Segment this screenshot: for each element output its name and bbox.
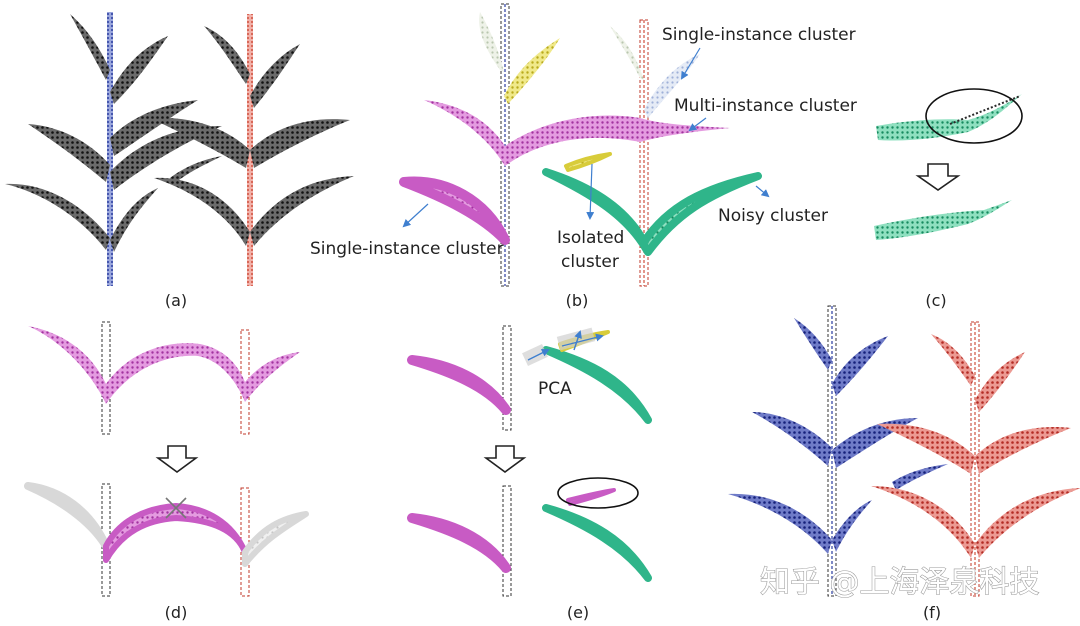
annotation-noisy: Noisy cluster — [718, 206, 828, 226]
magenta-leaf-e-bottom — [407, 513, 511, 573]
leaf-mid-left — [28, 124, 110, 182]
leaf-bottom-right — [250, 176, 354, 246]
stem-outline-e-bottom — [502, 485, 512, 597]
highlight-ellipse-c — [925, 88, 1023, 144]
arrow-noisy — [755, 185, 770, 198]
leaf-mid-right — [110, 100, 198, 156]
magenta-segment-e — [566, 488, 616, 506]
stem-outline-d-left-top — [101, 321, 111, 435]
green-leaf-e-bottom — [542, 504, 652, 582]
pale-leaf-left — [479, 12, 504, 72]
leaf-bottom-left — [5, 183, 110, 250]
panel-a-plant-left — [5, 12, 222, 286]
pca-axis-1 — [527, 349, 550, 361]
stem — [107, 12, 113, 286]
green-leaf-e-top — [542, 346, 652, 424]
magenta-bottom-left — [399, 176, 510, 245]
green-leaf-cleaned — [874, 200, 1012, 240]
noisy-tail — [949, 95, 1021, 125]
green-leaf-noisy — [876, 94, 1022, 141]
stem-outline-e-top — [502, 325, 512, 431]
leaf-top-left — [70, 14, 110, 80]
yellow-isolated — [564, 152, 612, 172]
panel-label-a: (a) — [165, 291, 187, 310]
leaf-bottom-right — [832, 500, 872, 552]
panel-b: Single-instance cluster Multi-instance c… — [310, 3, 857, 310]
highlight-ellipse-e — [557, 477, 639, 509]
green-noisy — [542, 168, 762, 256]
leaf-mid-left — [877, 423, 975, 474]
arrow-single-bottom — [402, 203, 429, 228]
leaf-mid-right — [250, 119, 350, 168]
leaf-mid-left — [752, 412, 832, 466]
leaf-bottom-left — [728, 493, 832, 554]
grey-leaf-d-left — [24, 482, 110, 550]
arrow-multi — [688, 117, 707, 132]
leaf-crossing — [892, 464, 948, 490]
panel-f: (f) — [728, 305, 1080, 622]
panel-label-e: (e) — [567, 603, 589, 622]
down-arrow-e — [483, 445, 527, 473]
panel-f-plant-blue — [728, 305, 948, 597]
magenta-leaf-d-bottom — [103, 503, 248, 563]
arrow-isolated — [586, 163, 595, 220]
leaf-low-right — [110, 126, 222, 190]
panel-d: (d) — [24, 321, 309, 622]
pca-axis-3 — [573, 330, 582, 351]
leaf-top-left — [794, 318, 832, 370]
annotation-single-instance-top: Single-instance cluster — [662, 25, 856, 45]
leaf-top-right — [975, 352, 1025, 412]
leaf-bottom-right — [975, 488, 1080, 558]
leaf-bottom-right — [110, 188, 158, 252]
pale-leaf-right — [610, 26, 644, 80]
annotation-pca: PCA — [538, 379, 572, 399]
down-arrow-c — [915, 163, 961, 191]
leaf-mid-right — [975, 427, 1071, 474]
panel-label-d: (d) — [165, 603, 188, 622]
panel-c: (c) — [874, 88, 1023, 310]
leaf-top-right — [832, 336, 888, 396]
leaf-mid-left — [150, 117, 250, 168]
arrow-single-top — [680, 47, 701, 80]
panel-label-c: (c) — [925, 291, 946, 310]
down-arrow-d — [155, 445, 199, 473]
panel-a-plant-right — [150, 14, 354, 286]
leaf-top-right — [250, 44, 300, 108]
magenta-leaf-d-top — [28, 326, 300, 404]
annotation-isolated-line1: Isolated — [557, 228, 624, 248]
panel-a: (a) — [5, 12, 354, 310]
panel-f-plant-red — [871, 321, 1080, 597]
panel-label-f: (f) — [923, 603, 941, 622]
leaf-top-left — [931, 334, 975, 386]
leaf-bottom-left — [871, 486, 975, 558]
annotation-isolated-line2: cluster — [561, 252, 619, 272]
pca-axis-2 — [561, 333, 604, 347]
watermark: 知乎 @上海泽泉科技 — [760, 565, 1040, 600]
panel-label-b: (b) — [566, 291, 589, 310]
grey-leaf-d-right — [242, 511, 309, 567]
leaf-top-left — [204, 26, 250, 84]
annotation-single-instance-bottom: Single-instance cluster — [310, 239, 504, 259]
leaf-crossing — [170, 156, 222, 184]
leaf-bottom-left — [154, 177, 250, 246]
annotation-multi-instance: Multi-instance cluster — [674, 96, 857, 116]
paleblue-leaf-right — [644, 54, 700, 118]
magenta-leaf-e-top — [407, 355, 511, 415]
leaf-top-right — [110, 36, 168, 104]
yellow-leaf-left — [504, 38, 560, 104]
leaf-mid-right — [832, 418, 918, 468]
multi-instance-magenta — [424, 100, 730, 166]
panel-e: PCA (e) — [407, 325, 652, 622]
cut-mark-icon — [165, 497, 187, 519]
